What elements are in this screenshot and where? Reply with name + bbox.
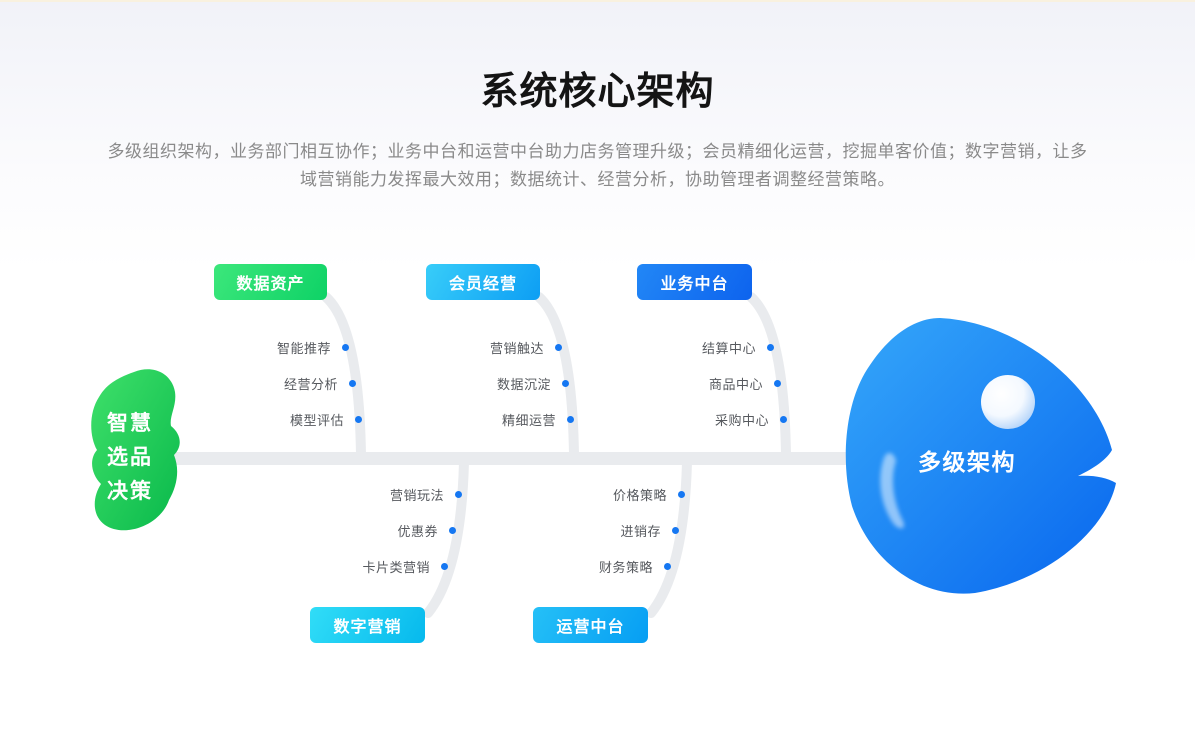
branch-item: 优惠券 [397, 521, 456, 539]
branch-item-label: 营销玩法 [389, 487, 444, 503]
fish-eye [981, 375, 1035, 429]
branch-item: 采购中心 [715, 410, 787, 428]
item-dot-icon [555, 343, 562, 351]
branch-item-label: 结算中心 [701, 340, 756, 356]
branch-bone-bottom-1 [423, 457, 469, 618]
item-dot-icon [342, 343, 349, 351]
branch-node-operation-platform: 运营中台 [533, 607, 648, 643]
branch-item: 营销触达 [490, 338, 562, 356]
fish-head-shape [845, 318, 1116, 594]
branch-node-digital-marketing: 数字营销 [310, 607, 425, 643]
fish-tail-label-line: 智慧 [107, 412, 153, 435]
branch-item-label: 卡片类营销 [362, 559, 430, 575]
item-dot-icon [441, 562, 448, 570]
item-dot-icon [774, 379, 781, 387]
subtitle-line: 域营销能力发挥最大效用；数据统计、经营分析，协助管理者调整经营策略。 [300, 170, 895, 189]
branch-item: 经营分析 [284, 374, 356, 392]
branch-item-label: 优惠券 [397, 523, 438, 539]
branch-item: 卡片类营销 [362, 557, 448, 575]
branch-node-data-assets: 数据资产 [214, 264, 327, 300]
branch-item: 价格策略 [613, 485, 685, 503]
branch-bone-bottom-2 [646, 457, 692, 618]
item-dot-icon [672, 526, 679, 534]
item-dot-icon [455, 490, 462, 498]
branch-item: 精细运营 [502, 410, 574, 428]
fish-highlight [880, 452, 904, 529]
branch-item: 数据沉淀 [497, 374, 569, 392]
branch-item-label: 数据沉淀 [496, 376, 551, 392]
item-dot-icon [562, 379, 569, 387]
fish-tail-label-line: 选品 [107, 446, 153, 469]
branch-item-label: 模型评估 [289, 412, 344, 428]
branch-item-label: 采购中心 [714, 412, 769, 428]
fish-head-path [845, 318, 1116, 594]
fish-tail-shape [91, 369, 180, 531]
branch-bone-top-1 [321, 292, 366, 460]
branch-item: 模型评估 [290, 410, 362, 428]
page-title: 系统核心架构 [480, 71, 715, 113]
fish-tail-label-line: 决策 [107, 480, 153, 503]
top-accent-strip [0, 0, 1195, 2]
branch-item-label: 进销存 [620, 523, 661, 539]
branch-item-label: 财务策略 [598, 559, 653, 575]
branch-node-business-platform: 业务中台 [637, 264, 752, 300]
branch-item-label: 精细运营 [501, 412, 556, 428]
fish-tail-path [91, 369, 180, 531]
branch-item-label: 经营分析 [283, 376, 338, 392]
fish-tail-label: 智慧 选品 决策 [107, 407, 187, 509]
branch-node-member-operation: 会员经营 [426, 264, 540, 300]
branch-item: 结算中心 [702, 338, 774, 356]
item-dot-icon [678, 490, 685, 498]
item-dot-icon [664, 562, 671, 570]
branch-item-label: 价格策略 [612, 487, 667, 503]
branch-item: 智能推荐 [277, 338, 349, 356]
subtitle-line: 多级组织架构，业务部门相互协作；业务中台和运营中台助力店务管理升级；会员精细化运… [107, 142, 1088, 161]
item-dot-icon [780, 415, 787, 423]
item-dot-icon [355, 415, 362, 423]
branch-item: 商品中心 [709, 374, 781, 392]
item-dot-icon [349, 379, 356, 387]
branch-bone-top-3 [746, 292, 791, 460]
branch-item-label: 智能推荐 [276, 340, 331, 356]
branch-item-label: 商品中心 [708, 376, 763, 392]
branch-item-label: 营销触达 [489, 340, 544, 356]
item-dot-icon [449, 526, 456, 534]
branch-bone-top-2 [534, 292, 579, 460]
item-dot-icon [767, 343, 774, 351]
branch-item: 进销存 [620, 521, 679, 539]
fish-head-label: 多级架构 [918, 449, 1016, 475]
item-dot-icon [567, 415, 574, 423]
page-subtitle: 多级组织架构，业务部门相互协作；业务中台和运营中台助力店务管理升级；会员精细化运… [0, 138, 1195, 194]
branch-item: 财务策略 [599, 557, 671, 575]
branch-item: 营销玩法 [390, 485, 462, 503]
